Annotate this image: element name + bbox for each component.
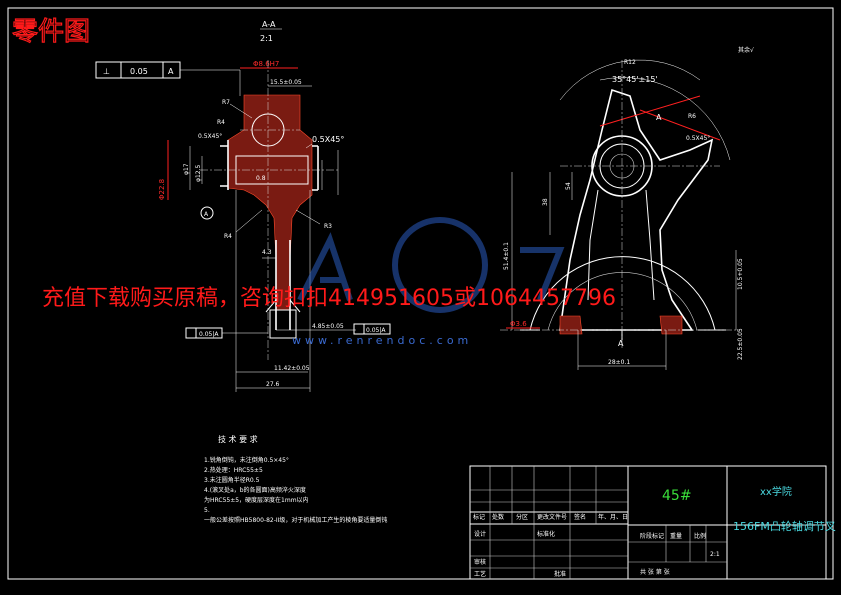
runout-frame-right: 0.05|A xyxy=(353,323,391,335)
rev-h-3: 更改文件号 xyxy=(537,513,567,521)
red-top-dim: Φ8.6H7 xyxy=(253,60,279,68)
dim-28: 28±0.1 xyxy=(608,359,630,366)
dim-38: 38 xyxy=(542,198,549,206)
chamfer-left: 0.5X45° xyxy=(198,133,222,140)
part-name: 156FM凸轮轴调节叉 xyxy=(733,519,836,533)
school: xx学院 xyxy=(760,485,792,498)
front-view: 其余√ A A 35°45'±15' R12 R6 0.5X45° xyxy=(500,46,754,370)
perp-symbol: ⊥ xyxy=(103,67,110,76)
row-review: 审核 xyxy=(474,558,486,566)
section-view-a-a: A-A 2:1 ⊥ 0.05 A Φ8.6H7 xyxy=(95,20,391,392)
section-a-bottom: A xyxy=(618,339,624,348)
perp-datum: A xyxy=(168,67,174,76)
rhs-dim-1: 10.5+0.05 xyxy=(737,258,744,290)
stage-label: 阶段标记 xyxy=(640,532,664,540)
surface-other: 其余√ xyxy=(738,46,754,54)
perp-value: 0.05 xyxy=(130,67,148,76)
dim-11-42: 11.42±0.05 xyxy=(274,365,310,372)
drawing-border xyxy=(7,7,834,580)
row-std: 标准化 xyxy=(537,530,555,538)
runout-frame-left: 0.05|A xyxy=(185,327,268,339)
phi-red: Φ3.6 xyxy=(510,320,527,328)
datum-a-label: A xyxy=(204,211,209,218)
angle-label: 35°45'±15' xyxy=(612,75,658,84)
note-7: 一般公差按照HB5800-82-II级，对于机械加工产生的棱角要适量倒钝 xyxy=(204,516,387,524)
note-3: 3.未注圆角半径R0.5 xyxy=(204,476,260,484)
perpendicularity-frame: ⊥ 0.05 A xyxy=(95,61,241,96)
dim-4-3: 4.3 xyxy=(262,249,272,256)
dim-54: 54 xyxy=(565,182,572,190)
fork-lower-arc xyxy=(529,256,716,331)
r3-label: R3 xyxy=(324,223,332,230)
section-a-top: A xyxy=(656,113,662,122)
rhs-dim-2: 22.5±0.05 xyxy=(737,328,744,360)
note-5: 为HRC55±5，硬度层深度在1mm以内 xyxy=(204,496,309,504)
datum-a-circle xyxy=(200,206,214,220)
dim-bottom: 27.6 xyxy=(266,381,280,388)
note-6: 5. xyxy=(204,507,210,514)
r12-label: R12 xyxy=(624,59,636,66)
r6-label: R6 xyxy=(688,113,696,120)
dim-4-85: 4.85±0.05 xyxy=(312,323,344,330)
row-design: 设计 xyxy=(474,530,486,538)
rev-h-1: 处数 xyxy=(492,513,504,521)
sheets-label: 共 张 第 张 xyxy=(640,568,670,576)
r4-label-b: R4 xyxy=(224,233,232,240)
dim-15-5: 15.5±0.05 xyxy=(270,79,302,86)
note-1: 1.锐角倒钝，未注倒角0.5×45° xyxy=(204,456,289,464)
chamfer-right-view: 0.5X45° xyxy=(686,135,710,142)
r7-label: R7 xyxy=(222,99,230,106)
title-block: 标记 处数 分区 更改文件号 签名 年、月、日 设计 标准化 审核 工艺 批准 … xyxy=(469,465,836,580)
frame-b2-text: 0.05|A xyxy=(366,327,386,334)
note-4: 4.(滚叉处a，b的各圆面)高频淬火深度 xyxy=(204,486,306,494)
scale-value: 2:1 xyxy=(710,551,720,558)
watermark-text: 充值下载购买原稿，咨询扣扣414951605或1064457796 xyxy=(42,286,616,311)
chamfer-right: 0.5X45° xyxy=(312,135,344,144)
rev-h-5: 年、月、日 xyxy=(598,513,628,521)
watermark-logo xyxy=(297,217,565,313)
technical-notes: 技 术 要 求 1.锐角倒钝，未注倒角0.5×45° 2.热处理：HRC55±5… xyxy=(204,434,387,524)
section-name: A-A xyxy=(262,20,276,29)
phi12-label: φ12.5 xyxy=(195,165,202,183)
corner-label: 零件图 xyxy=(12,17,90,47)
dim-0-8: 0.8 xyxy=(256,175,266,182)
scale-label: 比例 xyxy=(694,532,706,540)
rev-h-4: 签名 xyxy=(574,513,586,521)
section-body xyxy=(227,94,313,311)
phi22-label: Φ22.8 xyxy=(158,179,166,200)
phi17-label: φ17 xyxy=(183,163,190,175)
row-process: 工艺 xyxy=(474,570,486,578)
rev-h-0: 标记 xyxy=(473,513,485,521)
section-scale: 2:1 xyxy=(260,34,273,43)
rev-h-2: 分区 xyxy=(516,513,528,521)
r4-label-a: R4 xyxy=(217,119,225,126)
material: 45# xyxy=(662,488,692,504)
dim-51-4: 51.4±0.1 xyxy=(503,242,510,270)
row-approve: 批准 xyxy=(554,570,566,578)
fork-outline xyxy=(559,88,714,331)
watermark-url: www.renrendoc.com xyxy=(292,334,472,347)
weight-label: 重量 xyxy=(670,532,682,540)
frame-b1-text: 0.05|A xyxy=(199,331,219,338)
notes-title: 技 术 要 求 xyxy=(218,434,258,444)
note-2: 2.热处理：HRC55±5 xyxy=(204,466,263,474)
